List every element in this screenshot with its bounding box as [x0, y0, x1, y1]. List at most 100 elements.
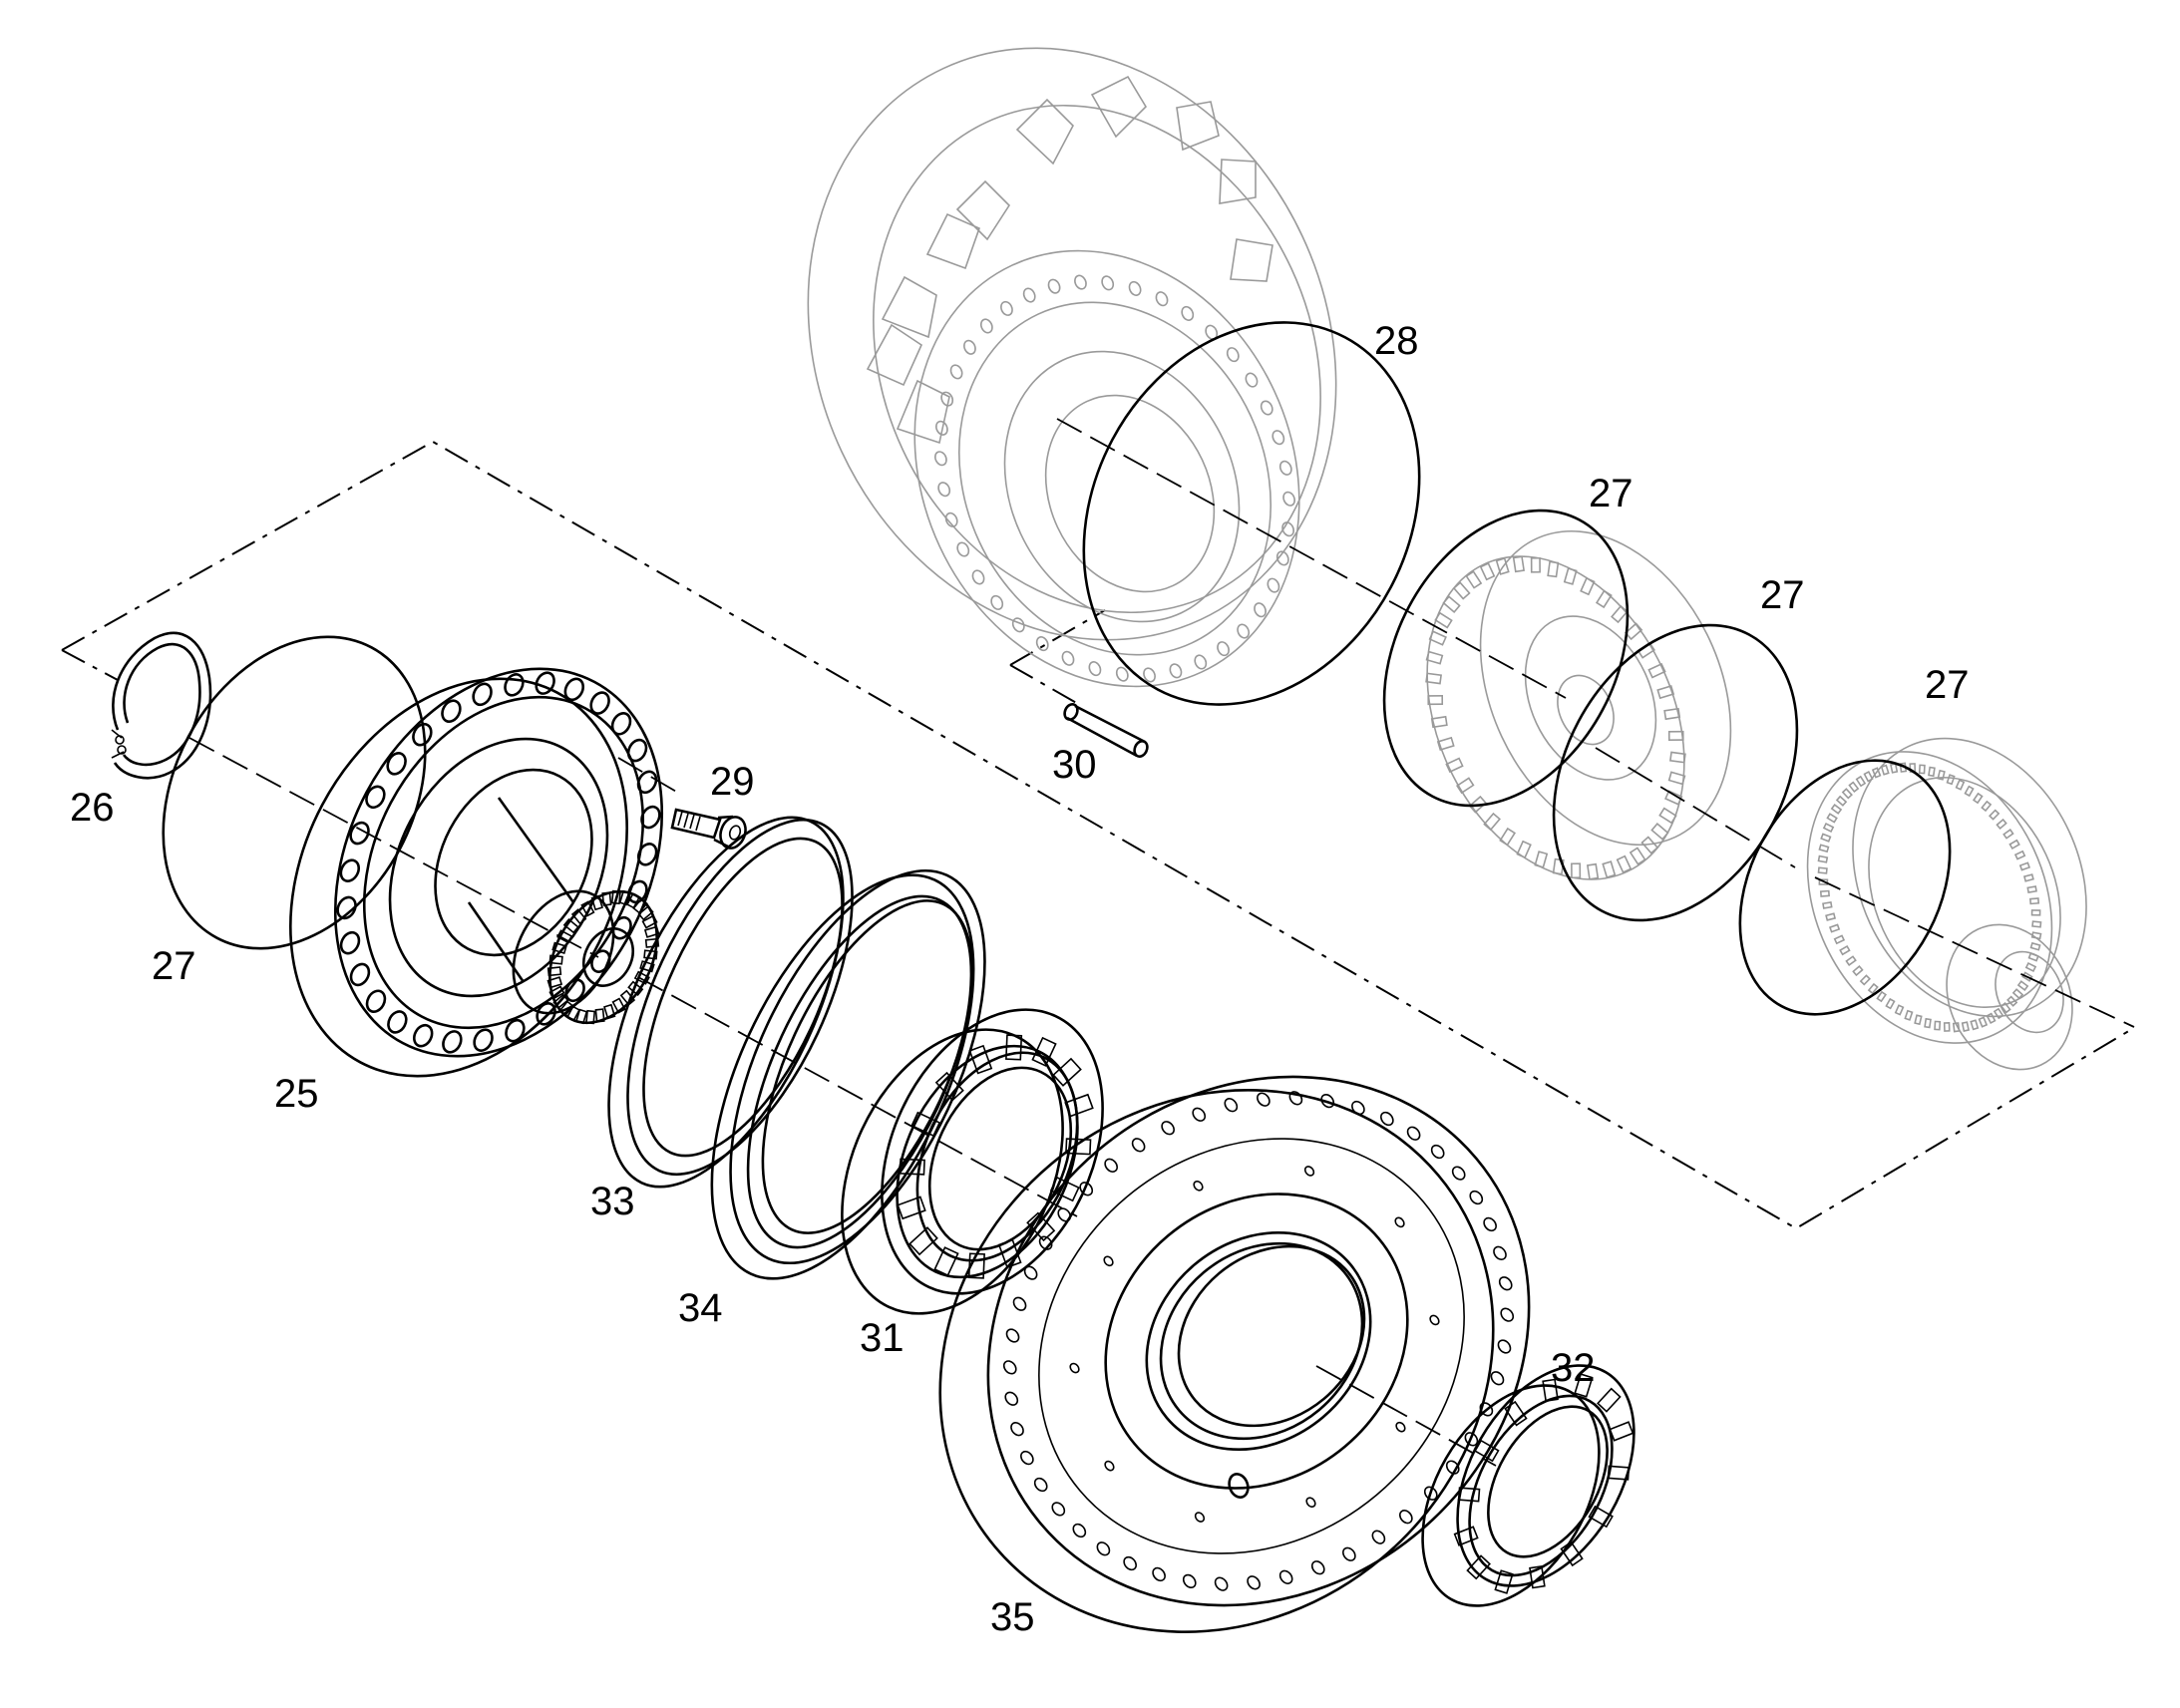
- carrier1-teeth-element: [1516, 840, 1532, 859]
- bearing32-rollers-element: [1607, 1465, 1631, 1481]
- hub-bolt-ring-element: [1101, 275, 1115, 291]
- disc35-holes-element: [1002, 1360, 1017, 1375]
- carrier2-ring-element: [1817, 866, 1828, 874]
- carrier2-ring-element: [2022, 873, 2034, 882]
- carrier2-ring-element: [1993, 1007, 2004, 1020]
- disc35-holes-element: [1182, 1573, 1197, 1589]
- carrier2-ring-element: [1819, 889, 1830, 897]
- center-axis-lines: [188, 418, 2135, 1467]
- hub-bolt-ring-element: [1022, 287, 1036, 303]
- carrier2-ring-element: [1904, 1009, 1914, 1021]
- hub25-holes-element: [473, 1028, 494, 1052]
- carrier2-ring-element: [1999, 1002, 2011, 1014]
- carrier2-ring-element: [1867, 982, 1879, 995]
- disc35-holes-element: [1103, 1255, 1114, 1267]
- hub-bolt-ring-element: [1181, 305, 1195, 321]
- hub25-spline-element: [546, 966, 562, 977]
- hub25-spline-element: [580, 900, 595, 917]
- hub25-spline-element: [590, 894, 603, 911]
- carrier2-ring-element: [1934, 1020, 1942, 1031]
- carrier2-ring-element: [1818, 844, 1830, 854]
- disc35-holes-element: [1005, 1328, 1020, 1343]
- hub25-spline-element: [618, 889, 632, 906]
- hub-bolt-ring-element: [1128, 280, 1142, 296]
- disc35-holes-element: [1247, 1575, 1261, 1590]
- hub-bolt-ring-element: [1275, 550, 1289, 566]
- callout-30: 30: [1052, 743, 1097, 787]
- hub25-spline-element: [558, 1000, 574, 1017]
- o-ring-27-upper-right: [1382, 509, 1630, 808]
- carrier2-ring-element: [2002, 829, 2014, 840]
- carrier2-ring-element: [2013, 850, 2026, 860]
- hub-bolt-ring-element: [979, 318, 993, 334]
- hub25-holes-element: [563, 677, 585, 702]
- hub-bolt-ring-element: [1245, 372, 1259, 388]
- assembly-boundary: [61, 440, 2133, 1230]
- hub25-holes-element: [339, 930, 361, 955]
- hub25-spline-element: [639, 960, 655, 973]
- carrier1-teeth-element: [1456, 777, 1475, 795]
- carrier1-teeth-element: [1595, 589, 1613, 609]
- hub25-holes-element: [441, 699, 462, 723]
- disc35-holes-element: [1096, 1541, 1111, 1556]
- carrier2-ring-element: [1852, 964, 1864, 977]
- carrier1-teeth-element: [1430, 715, 1448, 729]
- carrier2-ring-element: [2030, 931, 2042, 940]
- bearing32-rollers-element: [1560, 1540, 1584, 1567]
- carrier1-teeth-element: [1656, 685, 1675, 700]
- carrier1-teeth-element: [1664, 790, 1683, 806]
- carrier2-ring-element: [1820, 833, 1832, 843]
- hub25-holes-element: [387, 1010, 408, 1034]
- carrier1-teeth-element: [1468, 795, 1488, 814]
- hub25-spline-element: [637, 904, 654, 921]
- disc35-holes-element: [1152, 1566, 1166, 1582]
- disc35-holes-element: [1192, 1107, 1207, 1122]
- disc35-holes-element: [1399, 1510, 1413, 1525]
- disc35-holes-element: [1057, 1207, 1072, 1222]
- bearing-31: [841, 1008, 1104, 1315]
- carrier2-ring-element: [1822, 900, 1833, 909]
- carrier1-teeth-element: [1499, 827, 1517, 847]
- carrier2-ring-element: [1839, 944, 1851, 956]
- bearing31-rollers-element: [1031, 1036, 1057, 1067]
- bearing31-rollers-element: [1049, 1176, 1080, 1202]
- hub25-holes-element: [504, 673, 525, 697]
- carrier2-ring-element: [1841, 788, 1853, 800]
- disc35-holes-element: [1310, 1560, 1325, 1575]
- carrier1-teeth-element: [1624, 622, 1643, 641]
- carrier2-ring-element: [2016, 980, 2029, 991]
- hub25-holes-element: [365, 989, 387, 1013]
- carrier1-teeth-element: [1512, 555, 1526, 573]
- bearing31-rollers-element: [1065, 1138, 1092, 1156]
- hub25-spline-element: [562, 918, 579, 934]
- hub-bolt-ring-element: [1254, 602, 1267, 618]
- hub25-holes-element: [472, 682, 493, 707]
- hub25-holes-element: [611, 915, 632, 940]
- hub-bolt-ring-element: [1000, 300, 1013, 316]
- hub-bolt-ring-element: [944, 512, 958, 527]
- bearing32-rollers-element: [1529, 1565, 1546, 1589]
- bearing32-rollers-element: [1457, 1487, 1481, 1503]
- hub25-holes-element: [365, 785, 386, 810]
- disc35-holes-element: [1104, 1460, 1115, 1472]
- carrier1-teeth-element: [1445, 757, 1464, 774]
- carrier1-teeth-element: [1616, 854, 1633, 874]
- carrier2-ring-element: [1981, 800, 1993, 813]
- disc35-holes-element: [1406, 1126, 1421, 1141]
- hub-bolt-ring-element: [1282, 491, 1296, 507]
- disc35-holes-element: [1483, 1216, 1497, 1232]
- hub25-holes-element: [636, 843, 658, 866]
- carrier1-teeth-element: [1611, 604, 1629, 624]
- callout-labels: 28 27 27 27 29 30 26 27 25 33 34 31 32 3…: [70, 319, 1970, 1639]
- hub25-spline-element: [610, 889, 621, 905]
- disc35-holes-element: [1497, 1339, 1512, 1354]
- carrier2-ring-element: [1822, 822, 1835, 833]
- carrier2-ring-element: [2026, 885, 2037, 894]
- disc35-holes-element: [1351, 1100, 1365, 1116]
- disc35-holes-element: [1493, 1245, 1507, 1260]
- snap-ring-26: [111, 631, 212, 780]
- hub-bolt-ring-element: [933, 451, 947, 467]
- carrier1-teeth-element: [1650, 823, 1669, 841]
- hub-bolt-ring-element: [1272, 430, 1285, 446]
